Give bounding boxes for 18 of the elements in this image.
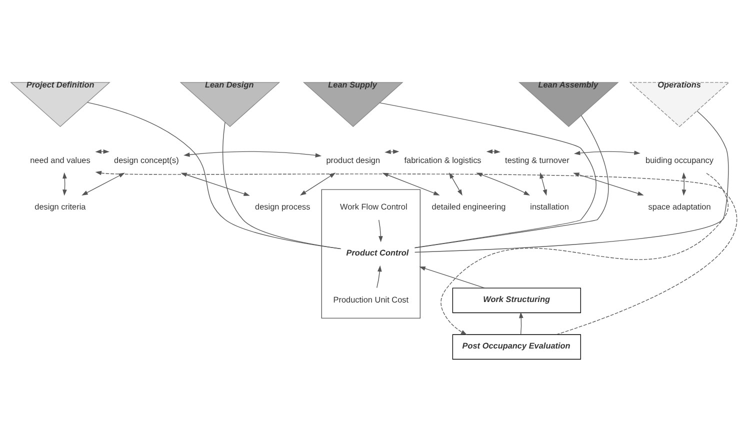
cluster [321,189,421,319]
arrow [184,151,322,158]
arrow [378,220,383,242]
connector [87,102,341,250]
connector [222,122,342,250]
arrow [573,172,644,196]
arrow [519,312,524,335]
connector [414,110,729,253]
arrow [62,172,67,196]
arrow [376,265,382,288]
arrow [95,149,110,154]
arrow [449,172,462,196]
arrow [540,172,547,196]
arrow [574,150,640,156]
arrow [419,266,486,288]
connector [414,115,609,248]
connector [379,102,596,248]
arrow [682,172,686,196]
